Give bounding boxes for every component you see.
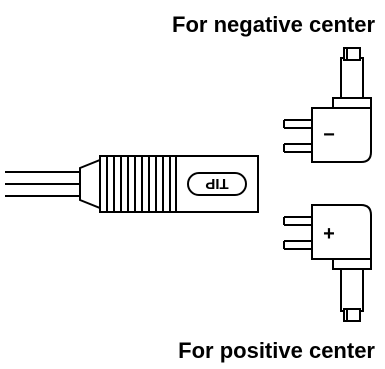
positive-angle-connector <box>283 204 372 322</box>
negative-angle-connector <box>283 47 372 163</box>
positive-center-label: For positive center <box>178 338 375 363</box>
minus-sign: − <box>323 124 335 146</box>
negative-center-label: For negative center <box>172 12 375 37</box>
tip-badge: TIP <box>187 172 247 196</box>
tip-text: TIP <box>205 175 228 192</box>
plus-sign: + <box>323 223 335 245</box>
